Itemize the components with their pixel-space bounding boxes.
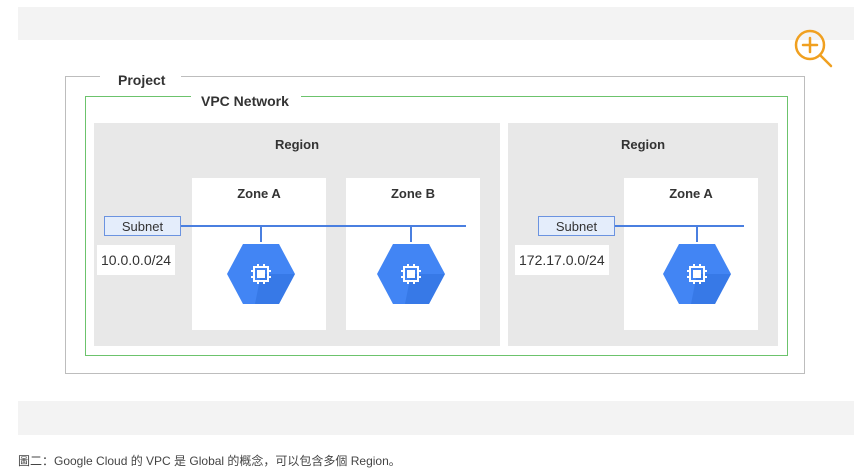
compute-engine-icon — [227, 244, 295, 304]
region-label-2: Region — [621, 137, 666, 152]
subnet-badge-2: Subnet — [538, 216, 615, 236]
subnet-badge-1: Subnet — [104, 216, 181, 236]
figure-caption: 圖二：Google Cloud 的 VPC 是 Global 的概念，可以包含多… — [18, 454, 401, 468]
bottom-band — [18, 401, 854, 435]
project-box — [65, 76, 805, 374]
zoom-in-button[interactable] — [793, 28, 835, 70]
subnet-connector-1b — [410, 225, 412, 242]
region-label-1: Region — [275, 137, 320, 152]
zoom-in-icon — [794, 29, 833, 68]
subnet-line-1 — [104, 225, 466, 227]
subnet-line-2 — [538, 225, 744, 227]
subnet-connector-1a — [260, 225, 262, 242]
vpc-network-label: VPC Network — [191, 92, 301, 110]
subnet-cidr-1: 10.0.0.0/24 — [97, 245, 176, 275]
top-band — [18, 7, 854, 40]
subnet-connector-2a — [696, 225, 698, 242]
compute-engine-icon — [377, 244, 445, 304]
compute-engine-icon — [663, 244, 731, 304]
vpc-network-box — [85, 96, 788, 356]
zone-label-1a: Zone A — [237, 186, 281, 201]
project-label: Project — [100, 71, 182, 89]
zone-label-1b: Zone B — [390, 186, 436, 201]
zone-label-2a: Zone A — [669, 186, 713, 201]
subnet-cidr-2: 172.17.0.0/24 — [515, 245, 609, 275]
